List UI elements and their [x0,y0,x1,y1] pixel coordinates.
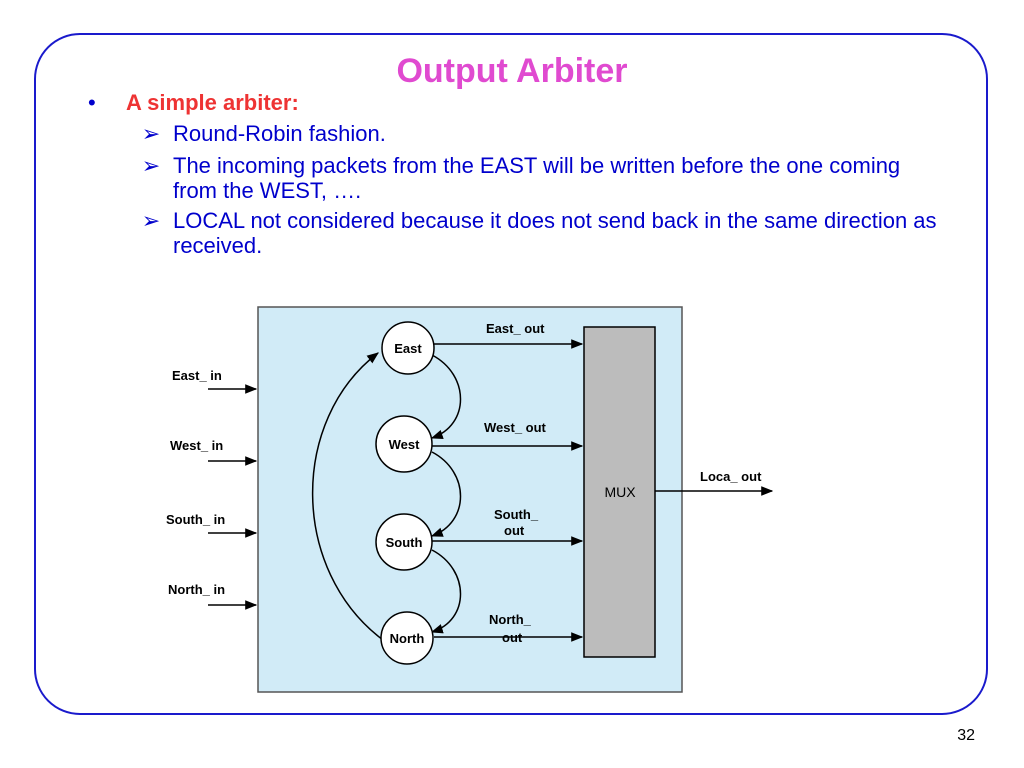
node-north [380,611,434,665]
east-in-label: East_ in [172,368,222,383]
west-to-south-arrow [430,451,462,537]
north-out-label-1: North_ [489,612,532,627]
west-in-label: West_ in [170,438,223,453]
node-north-label: North [390,631,425,646]
south-out-label-2: out [504,523,525,538]
south-out-label-1: South_ [494,507,539,522]
bullet-dot-icon: • [88,90,96,115]
arrow-bullet-icon: ➢ [141,121,161,146]
node-east-label: East [394,341,422,356]
subbullet-3: ➢ LOCAL not considered because it does n… [142,208,948,258]
arrow-bullet-icon: ➢ [141,208,161,233]
subbullet-2: ➢ The incoming packets from the EAST wil… [142,153,948,203]
slide-frame [34,33,988,715]
mux-block [583,326,656,658]
north-out-label-2: out [502,630,523,645]
node-west [375,415,433,473]
node-east [381,321,435,375]
round-robin-return-arrow [311,352,384,641]
south-to-north-arrow [430,549,462,634]
north-in-label: North_ in [168,582,225,597]
south-in-label: South_ in [166,512,225,527]
west-out-label: West_ out [484,420,547,435]
local-out-label: Loca_ out [700,469,762,484]
node-south-label: South [386,535,423,550]
east-to-west-arrow [430,354,462,440]
mux-label: MUX [604,484,636,500]
subbullet-text: Round-Robin fashion. [173,121,386,146]
subbullet-text: LOCAL not considered because it does not… [173,208,937,258]
slide-title: Output Arbiter [396,52,628,90]
arrow-bullet-icon: ➢ [141,153,161,178]
node-south [375,513,433,571]
page-number: 32 [957,727,975,744]
east-out-label: East_ out [486,321,545,336]
subbullet-1: ➢ Round-Robin fashion. [142,121,948,146]
subbullet-text: The incoming packets from the EAST will … [173,153,901,203]
node-west-label: West [389,437,420,452]
bullet-heading: A simple arbiter: [126,90,299,115]
